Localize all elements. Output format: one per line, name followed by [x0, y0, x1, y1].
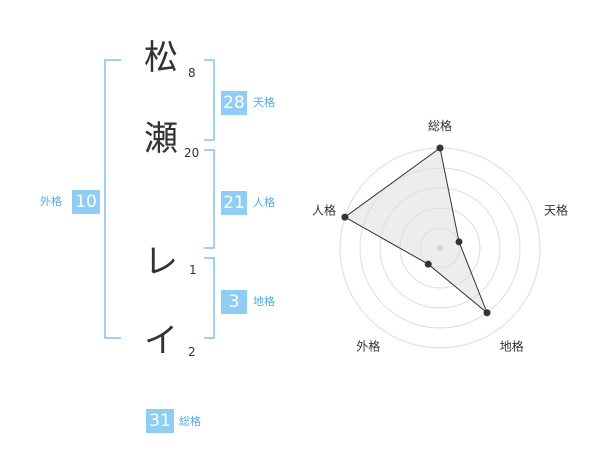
radar-point-3: [483, 309, 491, 317]
stroke-count-4: 2: [188, 345, 196, 359]
gaikaku-label: 外格: [40, 195, 62, 208]
jinkaku-label: 人格: [253, 196, 275, 209]
tenkaku-label: 天格: [253, 96, 275, 109]
soukaku-label: 総格: [179, 415, 201, 428]
radar-axis-label: 天格: [544, 202, 568, 217]
chikaku-value: 3: [221, 290, 247, 314]
radar-point-1: [436, 144, 444, 152]
jinkaku-bracket: [204, 149, 215, 249]
chikaku-label: 地格: [253, 295, 275, 308]
gaikaku-bracket: [104, 59, 121, 339]
radar-axis-label: 外格: [356, 339, 380, 354]
stroke-count-1: 8: [188, 66, 196, 80]
name-char-4: イ: [144, 321, 178, 361]
radar-axis-label: 総格: [428, 118, 452, 133]
jinkaku-value: 21: [221, 191, 247, 215]
gaikaku-value: 10: [72, 190, 100, 214]
chikaku-bracket: [204, 257, 215, 339]
radar-point-4: [424, 260, 432, 268]
stroke-count-3: 1: [189, 263, 197, 277]
radar-axis-label: 地格: [500, 339, 524, 354]
radar-polygon: [343, 147, 488, 314]
name-char-2: 瀬: [144, 119, 178, 159]
tenkaku-value: 28: [221, 91, 247, 115]
tenkaku-bracket: [204, 59, 215, 141]
radar-axis-label: 人格: [312, 202, 336, 217]
radar-point-2: [455, 238, 463, 246]
name-char-1: 松: [144, 38, 178, 78]
soukaku-value: 31: [146, 409, 174, 433]
name-char-3: レ: [144, 242, 178, 282]
radar-point-5: [341, 213, 349, 221]
stroke-count-2: 20: [184, 146, 200, 160]
